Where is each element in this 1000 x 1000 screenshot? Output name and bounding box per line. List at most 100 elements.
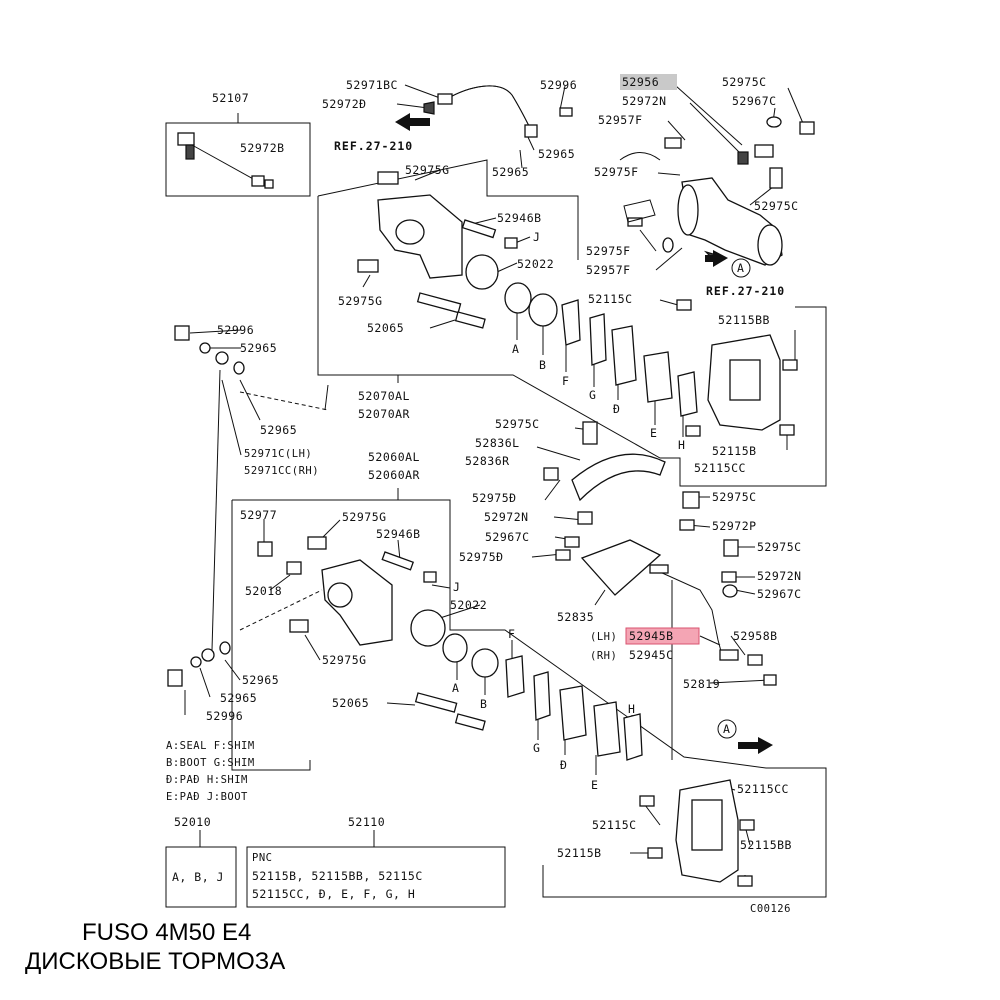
part-labels: 52971BC 52972Ð 52996 52956 52975C 52972N… (206, 75, 802, 860)
label-52975G-mid: 52975G (338, 294, 383, 308)
label-E-top: E (650, 426, 657, 440)
label-52110: 52110 (348, 815, 385, 829)
pnc-line-2: 52115CC, Ð, E, F, G, H (252, 887, 415, 901)
brake-pipe-right (649, 491, 777, 760)
label-52115CC-top: 52115CC (694, 461, 746, 475)
label-B-bot: B (480, 697, 487, 711)
legend-line: Ð:PAÐ H:SHIM (166, 774, 248, 786)
upper-knuckle (619, 116, 815, 266)
label-52835: 52835 (557, 610, 594, 624)
label-lh-tag: (LH) (590, 631, 617, 643)
label-ref-top-left: REF.27-210 (334, 139, 413, 153)
label-52971CC: 52971CC(RH) (244, 465, 319, 477)
label-52975C-r2: 52975C (757, 540, 802, 554)
label-52975C-r1: 52975C (712, 490, 757, 504)
label-D-bot: Ð (560, 758, 567, 772)
label-B-top: B (539, 358, 546, 372)
label-A-circle-bot: A (723, 722, 730, 736)
label-52972N-r: 52972N (757, 569, 802, 583)
lower-bracket (639, 779, 755, 887)
label-H-bot: H (628, 702, 635, 716)
label-52836R: 52836R (465, 454, 510, 468)
label-H-top: H (678, 438, 685, 452)
label-52975C-mid: 52975C (495, 417, 540, 431)
legend: A:SEAL F:SHIM B:BOOT G:SHIM Ð:PAÐ H:SHIM… (166, 740, 255, 803)
label-F-top: F (562, 374, 569, 388)
label-D-top: Ð (613, 402, 620, 416)
label-52819: 52819 (683, 677, 720, 691)
label-52946B-top: 52946B (497, 211, 542, 225)
label-52971C: 52971C(LH) (244, 448, 312, 460)
label-52971BC: 52971BC (346, 78, 398, 92)
label-52010: 52010 (174, 815, 211, 829)
upper-bracket (707, 334, 781, 431)
label-52975F-bot: 52975F (586, 244, 631, 258)
label-52065-top: 52065 (367, 321, 404, 335)
legend-line: B:BOOT G:SHIM (166, 757, 255, 769)
label-52965-bl2: 52965 (220, 691, 257, 705)
lower-pads-shims (505, 655, 643, 761)
label-52945B: 52945B (629, 629, 674, 643)
label-A-top: A (512, 342, 519, 356)
label-52115B-top: 52115B (712, 444, 757, 458)
label-52115BB-bot: 52115BB (740, 838, 792, 852)
label-52060AL: 52060AL (368, 450, 420, 464)
label-52965-left-a: 52965 (240, 341, 277, 355)
label-52972P: 52972P (712, 519, 757, 533)
label-52996-top: 52996 (540, 78, 577, 92)
label-52060AR: 52060AR (368, 468, 420, 482)
caption-model: FUSO 4M50 E4 (82, 919, 251, 946)
label-52115BB-top: 52115BB (718, 313, 770, 327)
label-A-bot: A (452, 681, 459, 695)
caption-title: ДИСКОВЫЕ ТОРМОЗА (25, 948, 285, 975)
legend-line: A:SEAL F:SHIM (166, 740, 255, 752)
pnc-title: PNC (252, 852, 272, 864)
label-52965-top-b: 52965 (492, 165, 529, 179)
label-52946B-bot: 52946B (376, 527, 421, 541)
label-A-circle-top: A (737, 261, 744, 275)
caption: FUSO 4M50 E4 ДИСКОВЫЕ ТОРМОЗА (25, 919, 285, 975)
label-52115B-bot: 52115B (557, 846, 602, 860)
dust-cover (543, 421, 666, 596)
label-52957F-bot: 52957F (586, 263, 631, 277)
kit-boxes: 52010 52110 A, B, J PNC 52115B, 52115BB,… (172, 815, 791, 915)
label-52115CC-bot: 52115CC (737, 782, 789, 796)
label-52945C: 52945C (629, 648, 674, 662)
label-52972N-top: 52972N (622, 94, 667, 108)
label-52996-left: 52996 (217, 323, 254, 337)
label-52115C-top: 52115C (588, 292, 633, 306)
label-52957F-top: 52957F (598, 113, 643, 127)
drawing-code: C00126 (750, 903, 791, 915)
label-52965-bl: 52965 (242, 673, 279, 687)
lower-caliper (257, 536, 499, 731)
label-52967C-mid: 52967C (485, 530, 530, 544)
label-ref-top-right: REF.27-210 (706, 284, 785, 298)
label-52018: 52018 (245, 584, 282, 598)
label-J-top: J (533, 230, 540, 244)
highlight-52956 (620, 74, 677, 90)
label-52975G-bot2: 52975G (322, 653, 367, 667)
label-52967C-r: 52967C (757, 587, 802, 601)
label-52975G-bot: 52975G (342, 510, 387, 524)
diagram-frames (165, 113, 827, 908)
label-rh-tag: (RH) (590, 650, 617, 662)
label-52972N-mid: 52972N (484, 510, 529, 524)
label-52975D-a: 52975Ð (472, 491, 517, 505)
label-52107: 52107 (212, 91, 249, 105)
label-52972B: 52972B (240, 141, 285, 155)
label-52996-bl: 52996 (206, 709, 243, 723)
label-52022-top: 52022 (517, 257, 554, 271)
long-brake-hose (167, 325, 329, 687)
label-52070AR: 52070AR (358, 407, 410, 421)
pnc-line-1: 52115B, 52115BB, 52115C (252, 869, 423, 883)
label-52975C-top2: 52975C (754, 199, 799, 213)
label-G-bot: G (533, 741, 540, 755)
label-52022-bot: 52022 (450, 598, 487, 612)
direction-arrows (395, 113, 773, 754)
label-52965-left-b: 52965 (260, 423, 297, 437)
label-52977: 52977 (240, 508, 277, 522)
label-52967C-top: 52967C (732, 94, 777, 108)
sensor-52107 (177, 132, 274, 189)
label-52965-top-a: 52965 (538, 147, 575, 161)
